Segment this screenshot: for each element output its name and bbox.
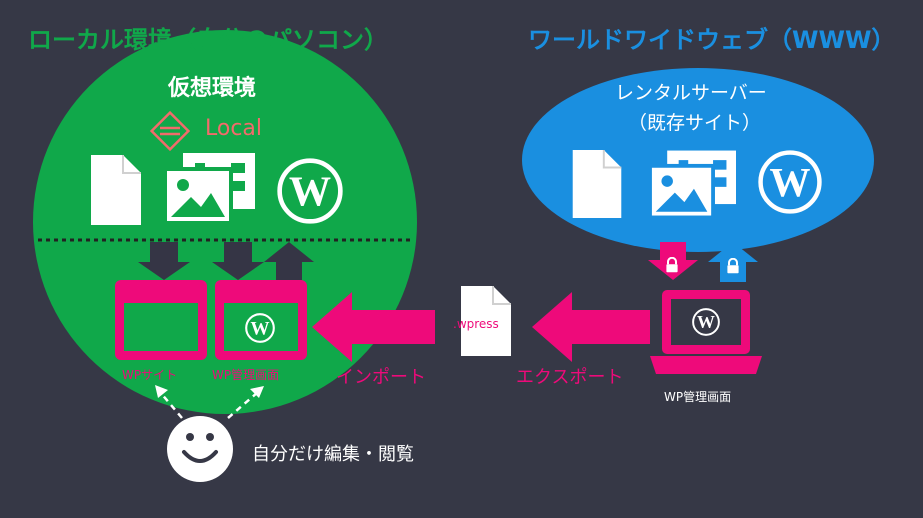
user-caption: 自分だけ編集・閲覧: [252, 444, 414, 465]
upload-arrow: [264, 242, 314, 280]
wp-admin-label-local: WP管理画面: [212, 368, 280, 382]
import-arrow: [312, 292, 435, 362]
upload-lock-arrow: [708, 242, 758, 282]
file-icon: [90, 155, 142, 225]
download-arrow: [138, 242, 264, 280]
user-access-arrows: [159, 391, 259, 419]
smiley-icon: [167, 416, 233, 482]
local-heading: ローカル環境（自分のパソコン）: [28, 26, 388, 54]
arrow-head: [155, 385, 168, 398]
export-arrow: [532, 292, 650, 362]
www-heading: ワールドワイドウェブ（WWW）: [528, 26, 896, 54]
virtual-environment-title: 仮想環境: [168, 76, 257, 101]
import-label: インポート: [336, 367, 426, 388]
wpress-label: .wpress: [453, 317, 499, 331]
wp-site-label: WPサイト: [122, 368, 178, 382]
export-label: エクスポート: [516, 367, 624, 388]
laptop-icon: [650, 290, 762, 374]
wp-site-box: [115, 280, 207, 360]
download-lock-arrow: [648, 242, 698, 280]
server-subtitle: （既存サイト）: [628, 112, 762, 134]
wp-admin-box-local: [215, 280, 307, 360]
local-logo-text: Local: [205, 116, 263, 141]
arrow-head: [250, 386, 264, 398]
server-title: レンタルサーバー: [615, 82, 767, 104]
wp-admin-label-www: WP管理画面: [664, 390, 732, 404]
local-logo-icon: [149, 110, 191, 152]
